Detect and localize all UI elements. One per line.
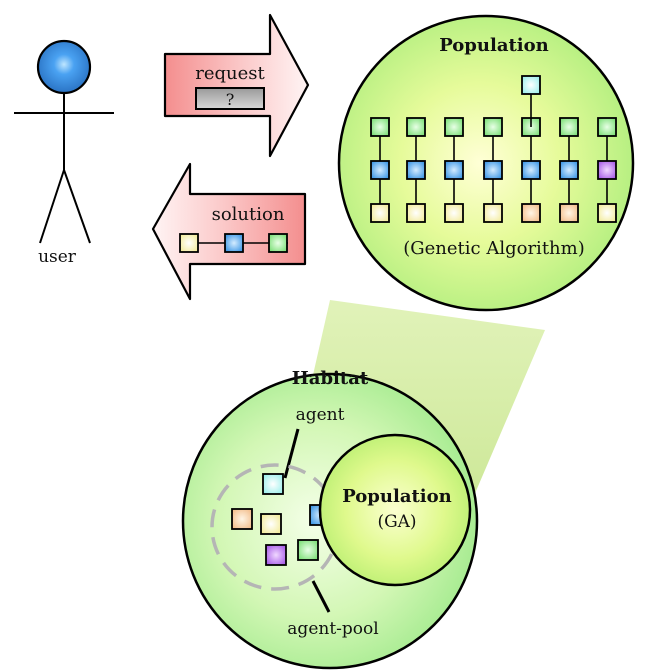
agent-label: agent — [296, 405, 345, 425]
agent-pool-pointer — [311, 580, 331, 613]
gene-square — [370, 160, 390, 180]
inner-population-circle: Population (GA) — [318, 433, 472, 587]
habitat-circle: Habitat agent agent-pool Population (GA) — [181, 368, 479, 670]
solution-label: solution — [212, 204, 285, 225]
user-figure: user — [14, 39, 114, 267]
agent-square — [231, 508, 253, 530]
gene-square — [444, 117, 464, 137]
agent-square — [260, 513, 282, 535]
inner-population-caption: (GA) — [377, 512, 416, 532]
chromosome-grid — [370, 75, 617, 223]
gene-square — [370, 203, 390, 223]
request-arrow: request ? — [163, 13, 310, 158]
gene-square — [597, 203, 617, 223]
solution-gene-2 — [224, 233, 244, 253]
gene-square — [406, 117, 426, 137]
population-zoom-caption: (Genetic Algorithm) — [403, 238, 585, 259]
gene-square — [559, 203, 579, 223]
gene-square — [483, 117, 503, 137]
solution-gene-1 — [179, 233, 199, 253]
gene-square — [597, 160, 617, 180]
gene-square — [521, 160, 541, 180]
user-label: user — [38, 247, 77, 267]
gene-square — [597, 117, 617, 137]
habitat-title: Habitat — [292, 368, 369, 389]
gene-square — [406, 160, 426, 180]
request-placeholder-text: ? — [226, 90, 235, 109]
gene-square — [521, 203, 541, 223]
gene-square — [559, 117, 579, 137]
agent-pointer — [283, 428, 300, 479]
agent-square — [262, 473, 284, 495]
gene-square — [521, 75, 541, 95]
population-zoom-title: Population — [439, 35, 548, 56]
user-head — [36, 39, 92, 95]
gene-square — [444, 203, 464, 223]
request-label: request — [195, 63, 265, 84]
inner-population-title: Population — [342, 486, 451, 507]
agent-square — [265, 544, 287, 566]
gene-square — [559, 160, 579, 180]
agent-pool-label: agent-pool — [287, 619, 378, 639]
gene-square — [406, 203, 426, 223]
solution-arrow: solution — [151, 162, 307, 301]
gene-square — [370, 117, 390, 137]
population-zoom-circle: Population (Genetic Algorithm) — [337, 14, 635, 312]
gene-square — [483, 160, 503, 180]
solution-gene-3 — [268, 233, 288, 253]
agent-square — [297, 539, 319, 561]
gene-square — [483, 203, 503, 223]
gene-square — [444, 160, 464, 180]
request-placeholder-box — [195, 87, 265, 110]
